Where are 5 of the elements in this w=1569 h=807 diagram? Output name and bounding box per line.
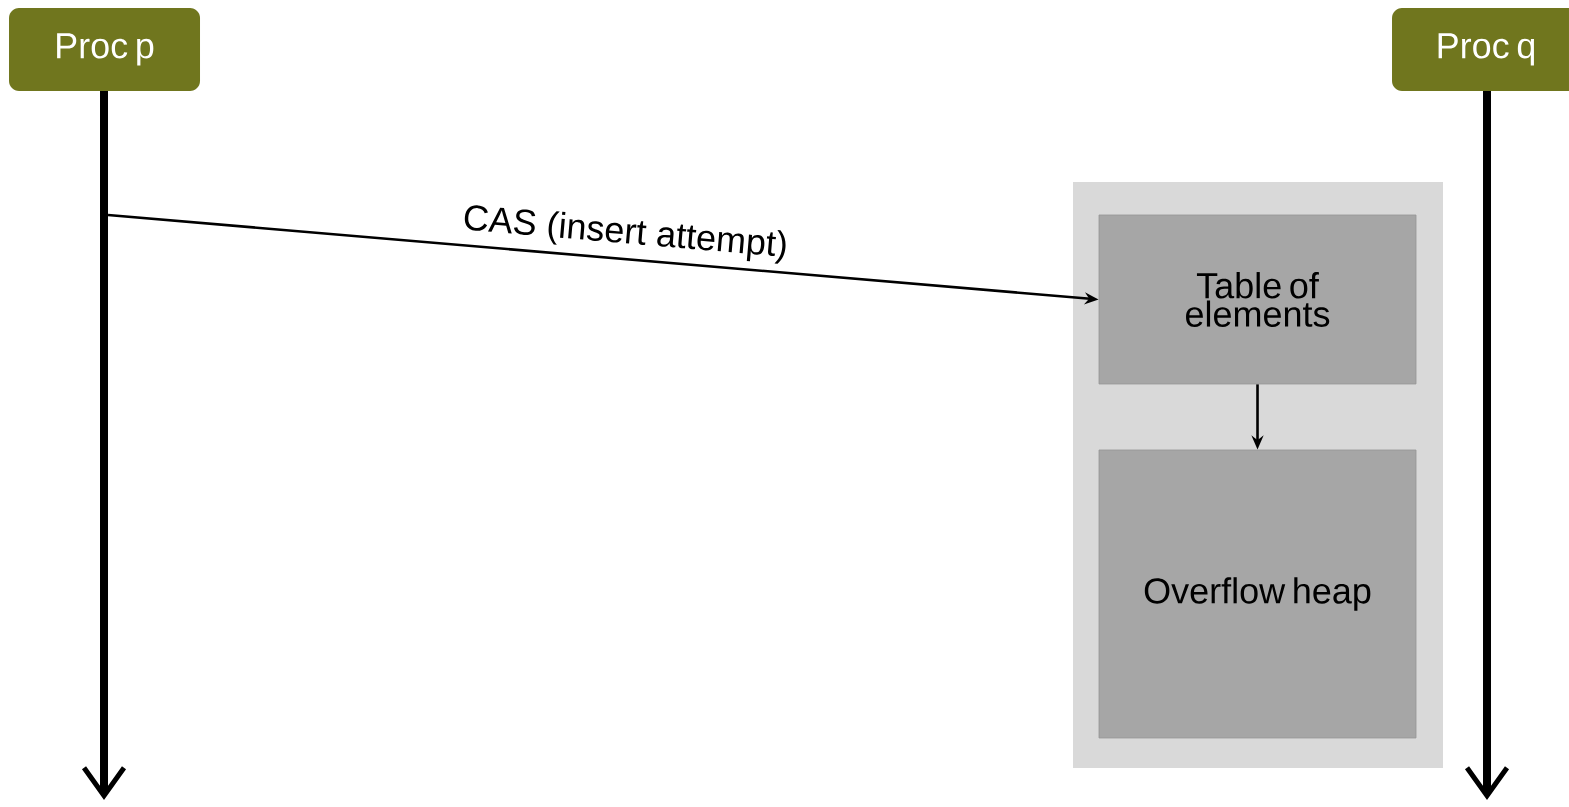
edge-label: CAS (insert attempt) (464, 205, 786, 264)
storage-box: Table of elements (1098, 214, 1417, 385)
process-box: Proc q (1392, 8, 1569, 91)
storage-box: Overflow heap (1098, 449, 1417, 739)
process-box: Proc p (9, 8, 200, 91)
